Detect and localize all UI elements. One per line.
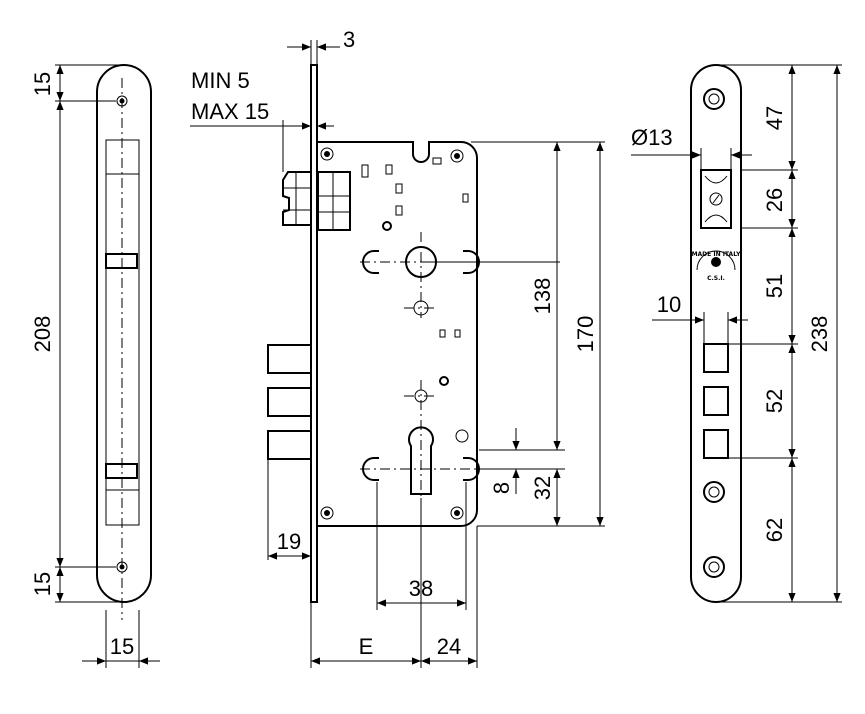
dim-label-47: 47 — [762, 106, 787, 130]
deadbolt-front-3 — [703, 429, 729, 459]
dim-label-208: 208 — [30, 316, 55, 353]
screw-top-inner — [708, 93, 720, 105]
internal-hole — [455, 429, 469, 443]
internal-slot — [395, 183, 403, 194]
internal-slot — [361, 164, 369, 178]
dim-label-170: 170 — [573, 316, 598, 353]
logo-bottom-text: C.S.I. — [707, 275, 725, 282]
screw-bottom-inner — [708, 561, 720, 573]
latch-housing — [317, 171, 351, 231]
dim-label-26: 26 — [762, 188, 787, 212]
dim-label-51: 51 — [762, 274, 787, 298]
dim-label-max: MAX 15 — [191, 99, 269, 124]
right-faceplate-front-view: MADE IN ITALY C.S.I. — [631, 64, 842, 603]
deadbolt-throw-1 — [267, 344, 312, 374]
screw-middle-inner — [708, 486, 720, 498]
internal-slot — [432, 157, 442, 165]
faceplate-front-outline — [690, 64, 742, 603]
deadbolt-front-1 — [703, 343, 729, 373]
dim-label-24: 24 — [437, 634, 461, 659]
latch-front-screw-slot — [712, 194, 720, 204]
dim-label-8: 8 — [489, 482, 514, 494]
dim-label-32: 32 — [530, 476, 555, 500]
logo-arc — [696, 250, 736, 271]
latch-front-curve — [704, 175, 728, 184]
rivet — [320, 147, 334, 161]
dim-label-E: E — [359, 634, 374, 659]
rivet — [450, 149, 464, 163]
internal-slot — [462, 193, 469, 203]
logo-top-text: MADE IN ITALY — [692, 251, 742, 258]
dim-label-15-top: 15 — [30, 72, 55, 96]
internal-slot — [395, 205, 403, 216]
dim-label-52: 52 — [762, 389, 787, 413]
deadbolt-front-2 — [703, 386, 729, 416]
internal-hole — [439, 376, 449, 386]
lock-case-body — [316, 141, 478, 527]
screw-top — [703, 88, 725, 110]
internal-slot — [439, 329, 446, 338]
rivet-center — [454, 510, 460, 516]
dim-label-15-width: 15 — [110, 634, 134, 659]
dim-label-19: 19 — [277, 529, 301, 554]
dim-label-3: 3 — [343, 27, 355, 52]
rivet — [450, 506, 464, 520]
mounting-slot-right-lower — [463, 457, 480, 481]
left-faceplate-view: 15 208 15 15 — [30, 64, 160, 668]
rivet-center — [324, 151, 330, 157]
deadbolt-throw-2 — [267, 387, 312, 417]
latch-front-curve — [704, 214, 728, 223]
internal-slot — [385, 164, 393, 175]
rivet-center — [324, 510, 330, 516]
screw-bottom — [703, 556, 725, 578]
screw-middle — [703, 481, 725, 503]
logo-emblem — [711, 257, 721, 267]
dim-label-38: 38 — [409, 576, 433, 601]
manufacturer-logo: MADE IN ITALY C.S.I. — [692, 250, 742, 282]
deadbolt-throw-3 — [267, 430, 312, 460]
middle-lock-body-view: 3 MIN 5 MAX 15 138 170 32 8 19 38 E 24 — [190, 27, 605, 668]
rivet — [320, 506, 334, 520]
latch-bolt — [282, 171, 312, 226]
dim-label-min: MIN 5 — [191, 68, 250, 93]
internal-slot — [454, 329, 461, 338]
latch-front-screw — [709, 192, 723, 206]
rivet-center — [454, 153, 460, 159]
internal-hole — [382, 221, 392, 231]
dim-label-62: 62 — [762, 518, 787, 542]
cylinder-cutout — [408, 426, 434, 495]
dim-label-10: 10 — [657, 292, 681, 317]
latch-front — [700, 169, 732, 229]
dim-label-138: 138 — [530, 278, 555, 315]
faceplate-outline — [96, 64, 152, 603]
dim-label-dia13: Ø13 — [631, 125, 673, 150]
dim-label-238: 238 — [807, 316, 832, 353]
dim-label-15-bottom: 15 — [30, 572, 55, 596]
